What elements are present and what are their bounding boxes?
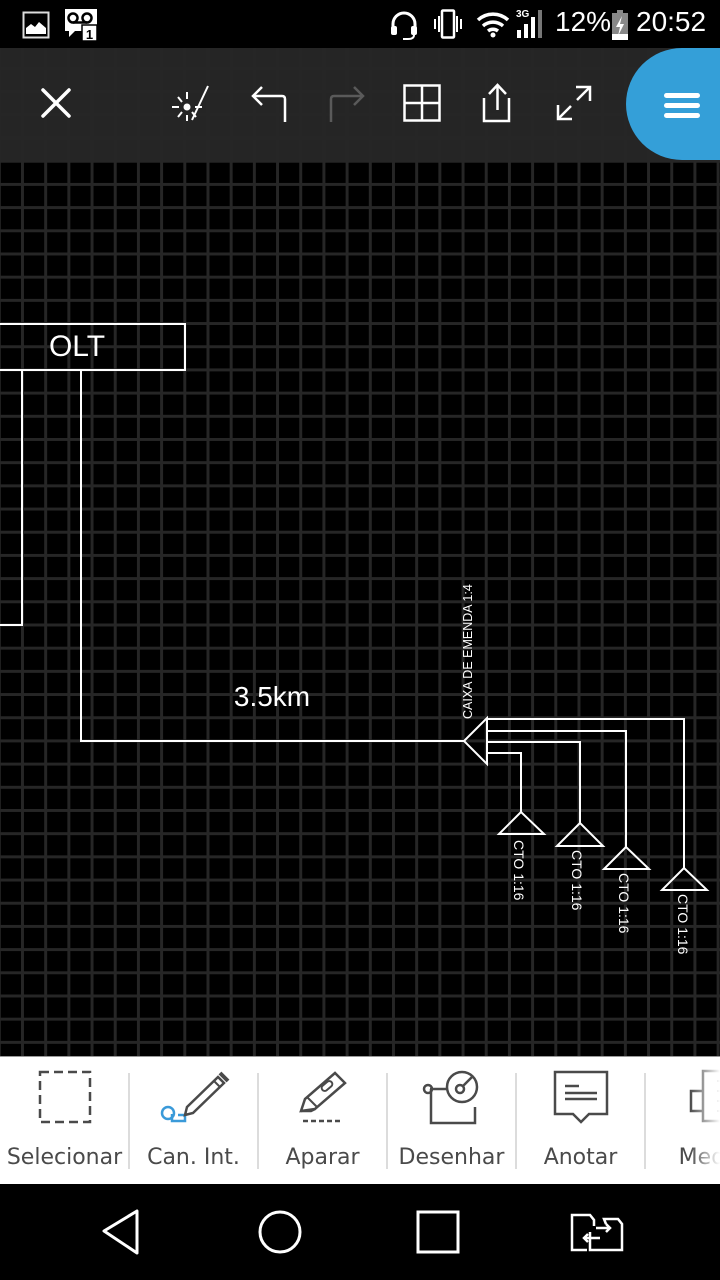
network-type: 3G	[516, 9, 530, 20]
toolbar-divider	[128, 1073, 130, 1169]
cto-symbol-3[interactable]	[601, 845, 652, 870]
cto-symbol-1[interactable]	[496, 810, 547, 835]
splice-box-symbol[interactable]	[462, 715, 488, 767]
tool-select[interactable]: Selecionar	[0, 1057, 129, 1184]
bottom-toolbar: Selecionar Can. Int.	[0, 1056, 720, 1184]
toolbar-divider	[257, 1073, 259, 1169]
grid-layout-icon	[403, 84, 441, 122]
signal-3g-icon: 3G	[516, 9, 542, 38]
voicemail-notification-icon: 1	[65, 9, 98, 41]
toolbar-divider	[515, 1073, 517, 1169]
toolbar-fade-edge	[690, 1057, 720, 1184]
redo-icon	[329, 86, 365, 122]
cto-label-4: CTO 1:16	[675, 894, 691, 955]
splice-box-label: CAIXA DE EMENDA 1:4	[461, 584, 475, 719]
annotate-note-icon	[553, 1070, 608, 1124]
drawing-svg[interactable]: OLT 3.5km CAIXA DE EMENDA 1:4 CTO 1:16 C…	[0, 48, 720, 1056]
branch-cable-4[interactable]	[487, 718, 685, 868]
toolbar-divider	[644, 1073, 646, 1169]
home-circle-icon	[258, 1210, 302, 1254]
nav-recents-button[interactable]	[408, 1202, 468, 1262]
olt-left-cable[interactable]	[0, 370, 23, 626]
clock: 20:52	[636, 6, 707, 37]
android-nav-bar	[0, 1184, 720, 1280]
trim-cutter-icon	[298, 1071, 347, 1123]
distance-label: 3.5km	[234, 681, 310, 712]
olt-box[interactable]	[0, 323, 186, 371]
expand-icon	[556, 85, 592, 121]
branch-cable-1[interactable]	[487, 752, 522, 812]
nav-home-button[interactable]	[250, 1202, 310, 1262]
layout-button[interactable]	[397, 78, 447, 128]
switch-apps-icon	[570, 1213, 624, 1252]
back-triangle-icon	[102, 1209, 139, 1255]
nav-switch-apps-button[interactable]	[567, 1202, 627, 1262]
undo-icon	[251, 86, 287, 122]
tool-label-annotate: Anotar	[543, 1145, 618, 1170]
cto-symbol-4[interactable]	[659, 866, 710, 891]
undo-button[interactable]	[245, 78, 295, 128]
tool-label-select: Selecionar	[6, 1145, 123, 1170]
menu-button[interactable]	[626, 48, 720, 160]
share-icon	[482, 83, 511, 123]
close-button[interactable]	[31, 78, 81, 128]
battery-charging-icon	[612, 10, 628, 40]
toolbar-divider	[386, 1073, 388, 1169]
wifi-icon	[476, 12, 510, 38]
tool-smart-pen[interactable]: Can. Int.	[129, 1057, 258, 1184]
tool-label-trim: Aparar	[285, 1145, 360, 1170]
cto-label-2: CTO 1:16	[569, 850, 585, 911]
nav-back-button[interactable]	[92, 1202, 152, 1262]
olt-label: OLT	[49, 330, 105, 363]
drawing-canvas[interactable]: OLT 3.5km CAIXA DE EMENDA 1:4 CTO 1:16 C…	[0, 48, 720, 1056]
close-icon	[41, 88, 71, 118]
cto-label-3: CTO 1:16	[616, 873, 632, 934]
top-toolbar	[0, 48, 720, 160]
tool-label-smart-pen: Can. Int.	[147, 1145, 240, 1170]
headset-icon	[391, 11, 417, 40]
tool-draw[interactable]: Desenhar	[387, 1057, 516, 1184]
tool-annotate[interactable]: Anotar	[516, 1057, 645, 1184]
recents-square-icon	[416, 1210, 460, 1254]
voicemail-count: 1	[86, 27, 93, 41]
gallery-notification-icon	[22, 11, 50, 39]
redo-button[interactable]	[321, 78, 371, 128]
select-marquee-icon	[38, 1070, 91, 1124]
cto-label-1: CTO 1:16	[511, 840, 527, 901]
draw-shapes-icon	[422, 1070, 478, 1125]
branch-cable-2[interactable]	[487, 741, 581, 823]
share-button[interactable]	[473, 78, 523, 128]
tool-trim[interactable]: Aparar	[258, 1057, 387, 1184]
main-feeder-cable[interactable]	[80, 370, 464, 742]
fullscreen-button[interactable]	[549, 78, 599, 128]
branch-cable-3[interactable]	[487, 730, 627, 847]
smart-pen-icon	[160, 1071, 229, 1123]
status-bar: 1 3G 12%	[0, 0, 720, 48]
snap-icon	[172, 85, 209, 121]
snap-button[interactable]	[167, 78, 217, 128]
tool-label-draw: Desenhar	[398, 1145, 505, 1170]
battery-percent: 12%	[555, 6, 612, 37]
vibrate-icon	[434, 9, 462, 39]
cto-symbol-2[interactable]	[554, 821, 606, 847]
